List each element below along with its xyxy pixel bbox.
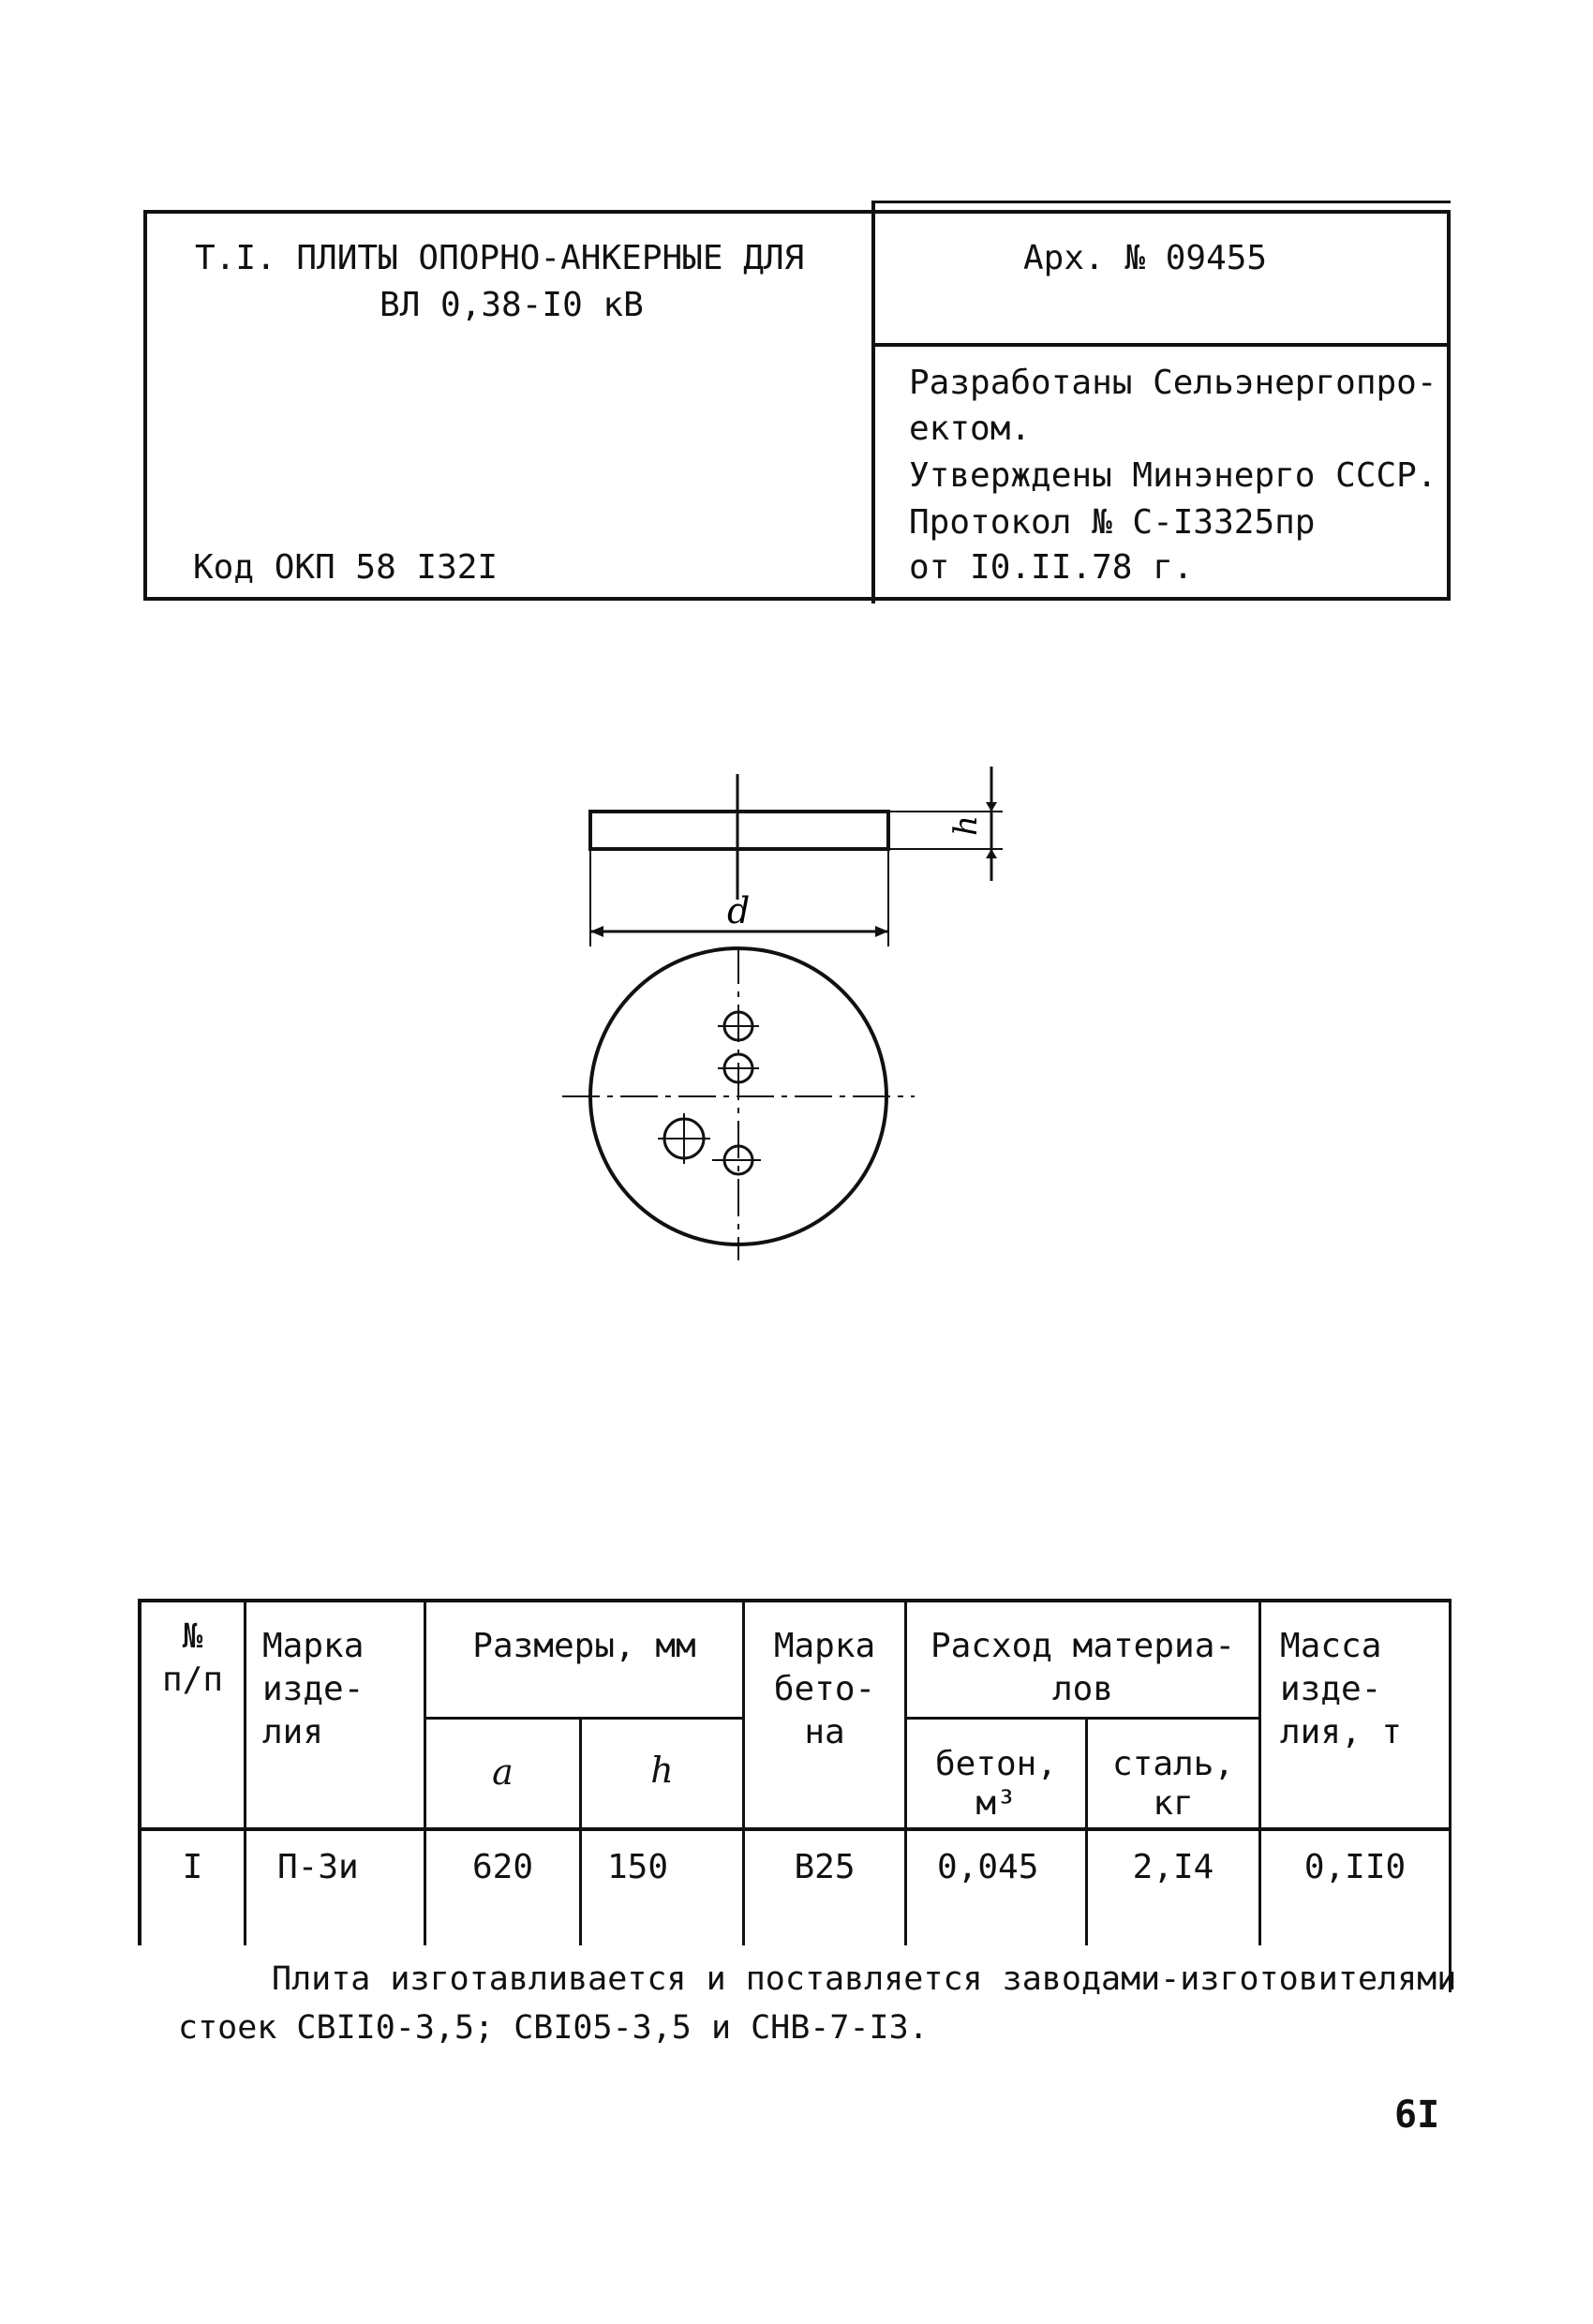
th-steel-2: кг — [1153, 1784, 1194, 1823]
cell-mark: П-3и — [277, 1848, 359, 1886]
th-mark-3: лия — [262, 1713, 324, 1751]
d-arrow-left — [590, 926, 603, 937]
th-concrete-mark-1: Марка — [773, 1627, 876, 1665]
note-line-1: Плита изготавливается и поставляется зав… — [272, 1960, 1457, 1998]
doc-title-line1: Т.I. ПЛИТЫ ОПОРНО-АНКЕРНЫЕ ДЛЯ — [195, 239, 805, 277]
h-arrow-bottom — [986, 849, 997, 858]
info-line-3: Утверждены Минэнерго СССР. — [909, 456, 1437, 495]
cell-size-a: 620 — [471, 1848, 534, 1886]
th-sizes: Размеры, мм — [472, 1627, 696, 1665]
info-line-5: от I0.II.78 г. — [909, 548, 1194, 587]
th-mass-1: Масса — [1280, 1627, 1382, 1665]
th-mass-3: лия, т — [1280, 1713, 1403, 1751]
plate-side-view — [588, 810, 890, 851]
cell-steel: 2,I4 — [1132, 1848, 1214, 1886]
table-col-line-8 — [1449, 1599, 1452, 1992]
header-top-line — [871, 201, 1451, 203]
th-steel-1: сталь, — [1111, 1745, 1235, 1783]
th-size-h: h — [650, 1750, 674, 1791]
table-col-line-3 — [579, 1717, 582, 1945]
h-dimension-label: h — [947, 815, 985, 836]
table-header-bottom — [138, 1827, 1452, 1831]
th-mark-1: Марка — [262, 1627, 365, 1665]
table-sizes-subdivider — [424, 1717, 742, 1720]
header-divider-vertical — [871, 201, 875, 603]
cell-concrete: 0,045 — [937, 1848, 1039, 1886]
table-col-line-2 — [424, 1599, 426, 1945]
info-line-2: ектом. — [909, 410, 1032, 448]
cell-concrete-mark: В25 — [794, 1848, 856, 1886]
table-top-border — [138, 1599, 1452, 1602]
info-line-4: Протокол № С-I3325пр — [909, 503, 1316, 542]
d-arrow-right — [875, 926, 888, 937]
th-concrete-2: м³ — [975, 1784, 1017, 1823]
okp-code: Код ОКП 58 I32I — [193, 548, 499, 587]
th-mark-2: изде- — [262, 1670, 365, 1708]
table-col-line-6 — [1085, 1717, 1088, 1945]
th-mass-2: изде- — [1280, 1670, 1382, 1708]
th-num-1: № — [182, 1617, 203, 1656]
table-col-line-5 — [904, 1599, 907, 1945]
info-line-1: Разработаны Сельэнергопро- — [909, 364, 1437, 402]
d-dimension-label: d — [727, 890, 750, 931]
th-size-a: a — [492, 1751, 514, 1793]
cell-num: I — [182, 1848, 203, 1886]
cell-mass: 0,II0 — [1303, 1848, 1407, 1886]
h-arrow-top — [986, 802, 997, 812]
table-col-line-4 — [742, 1599, 745, 1945]
th-materials-1: Расход материа- — [930, 1627, 1236, 1665]
archive-number: Арх. № 09455 — [1023, 239, 1268, 277]
table-col-line-7 — [1258, 1599, 1261, 1945]
page-number: 6I — [1394, 2093, 1440, 2137]
cell-size-h: 150 — [607, 1848, 669, 1886]
plate-drawing: h d — [562, 767, 1003, 1260]
table-materials-subdivider — [904, 1717, 1258, 1720]
th-num-2: п/п — [161, 1661, 224, 1699]
header-frame — [143, 210, 1451, 601]
header-divider-horizontal — [871, 343, 1451, 347]
doc-title-line2: ВЛ 0,38-I0 кВ — [380, 286, 644, 324]
table-col-line-0 — [138, 1599, 141, 1945]
note-line-2: стоек СВII0-3,5; СВI05-3,5 и СНВ-7-I3. — [178, 2009, 929, 2047]
th-concrete-mark-2: бето- — [773, 1670, 876, 1708]
th-materials-2: лов — [1051, 1670, 1114, 1708]
th-concrete-mark-3: на — [804, 1713, 845, 1751]
table-col-line-1 — [244, 1599, 246, 1945]
th-concrete-1: бетон, — [934, 1745, 1058, 1783]
